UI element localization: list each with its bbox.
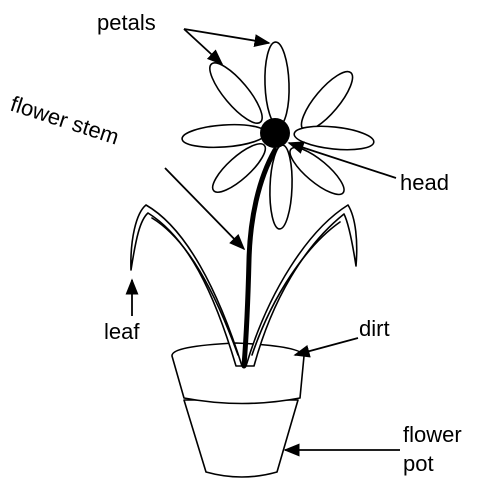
label-petals: petals	[97, 10, 156, 35]
label-leaf: leaf	[104, 319, 140, 344]
label-dirt: dirt	[359, 316, 390, 341]
leaf-right	[246, 205, 357, 366]
label-flower-stem: flower stem	[7, 91, 122, 150]
label-flower-pot-line1: flower	[403, 422, 462, 447]
label-flower-pot-line2: pot	[403, 451, 434, 476]
leaf-right-vein	[252, 222, 340, 355]
label-head: head	[400, 170, 449, 195]
petal	[202, 56, 269, 130]
pot-body	[184, 400, 298, 477]
petal	[264, 42, 291, 127]
dirt-arrow	[295, 338, 358, 355]
flower-head	[260, 118, 290, 148]
